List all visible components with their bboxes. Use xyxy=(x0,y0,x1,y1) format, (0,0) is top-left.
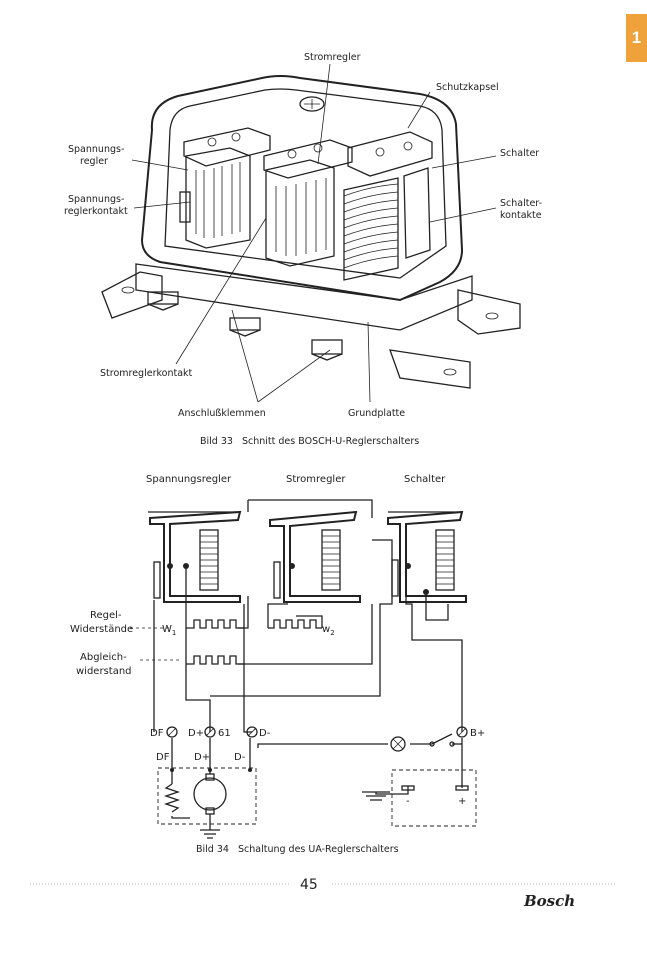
header-schalter: Schalter xyxy=(404,474,446,485)
chapter-tab-label: 1 xyxy=(631,28,642,47)
generator-terminal-dminus: D- xyxy=(234,752,246,763)
label-w2: w2 xyxy=(322,624,335,637)
wires xyxy=(153,539,463,748)
figure2-headers: Spannungsregler Stromregler Schalter xyxy=(146,474,446,485)
label-schalterkontakte-line2: kontakte xyxy=(500,210,542,221)
bosch-logo: Bosch xyxy=(523,892,575,910)
terminal-symbols xyxy=(166,726,468,752)
label-stromreglerkontakt: Stromreglerkontakt xyxy=(100,368,193,379)
page-number: 45 xyxy=(300,877,318,893)
header-stromregler: Stromregler xyxy=(286,474,346,485)
label-schutzkapsel: Schutzkapsel xyxy=(436,82,499,93)
label-spannungsregler-line2: regler xyxy=(80,156,108,167)
generator-terminal-df: DF xyxy=(156,752,170,763)
label-regel-line1: Regel- xyxy=(90,610,122,621)
terminal-dminus: D- xyxy=(259,728,271,739)
terminal-61: 61 xyxy=(218,728,231,739)
figure1-caption: Bild 33 Schnitt des BOSCH-U-Reglerschalt… xyxy=(200,436,419,447)
voltage-regulator-unit xyxy=(179,127,271,249)
label-anschlussklemmen: Anschlußklemmen xyxy=(178,408,266,419)
label-spannungsreglerkontakt-line2: reglerkontakt xyxy=(64,206,128,217)
label-w1-main: W xyxy=(162,624,172,635)
label-schalterkontakte-line1: Schalter- xyxy=(500,198,542,209)
cutout-switch-unit xyxy=(343,131,433,281)
figure1-labels: Stromregler Schutzkapsel Spannungs- regl… xyxy=(64,52,542,447)
label-abgleich-line2: widerstand xyxy=(76,666,132,677)
chapter-tab: 1 xyxy=(626,14,647,62)
label-grundplatte: Grundplatte xyxy=(348,408,405,419)
diagram-current-regulator xyxy=(269,510,361,603)
battery-unit xyxy=(362,738,477,827)
terminal-df: DF xyxy=(150,728,164,739)
wiring-diagram xyxy=(148,499,477,839)
current-regulator-unit xyxy=(263,139,353,267)
battery-plus: + xyxy=(458,796,466,807)
leader-lines xyxy=(131,63,497,403)
diagram-cutout-switch xyxy=(387,510,467,603)
label-w2-sub: 2 xyxy=(330,629,334,637)
label-schalter: Schalter xyxy=(500,148,539,159)
label-stromregler: Stromregler xyxy=(304,52,361,63)
generator-terminal-dplus: D+ xyxy=(194,752,210,763)
terminal-bplus: B+ xyxy=(470,728,485,739)
generator-unit xyxy=(157,738,257,839)
label-w1: W1 xyxy=(162,624,176,637)
label-spannungsregler-line1: Spannungs- xyxy=(68,144,124,155)
regulator-cutaway-drawing xyxy=(101,63,521,403)
figure2-caption: Bild 34 Schaltung des UA-Reglerschalters xyxy=(196,844,399,855)
generator-icon xyxy=(193,777,227,811)
charge-lamp-icon xyxy=(390,736,406,752)
label-regel-line2: Widerstände xyxy=(70,624,133,635)
figure2-labels: Regel- Widerstände Abgleich- widerstand … xyxy=(70,610,485,855)
terminal-dplus: D+ xyxy=(188,728,204,739)
label-w2-main: w xyxy=(322,624,330,635)
label-abgleich-line1: Abgleich- xyxy=(80,652,127,663)
page-footer: 45 Bosch xyxy=(30,877,616,910)
diagram-voltage-regulator xyxy=(149,510,242,603)
header-spannungsregler: Spannungsregler xyxy=(146,474,232,485)
label-w1-sub: 1 xyxy=(172,629,176,637)
battery-minus: - xyxy=(406,796,410,807)
terminal-posts xyxy=(147,291,343,361)
label-spannungsreglerkontakt-line1: Spannungs- xyxy=(68,194,124,205)
regulating-resistors xyxy=(186,619,322,665)
